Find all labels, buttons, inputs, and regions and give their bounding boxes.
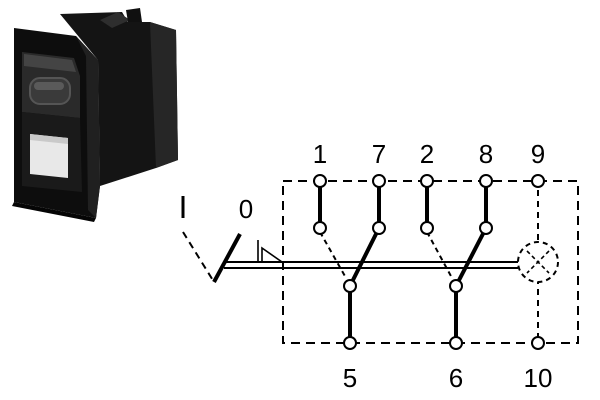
lamp-icon [517, 241, 559, 283]
terminal-1 [313, 174, 327, 188]
terminal-label-1: 1 [313, 139, 327, 169]
detent-symbol [257, 240, 283, 263]
contact-blade [348, 227, 381, 287]
terminal-7 [372, 174, 386, 188]
contact-point [372, 221, 386, 235]
terminal-label-2: 2 [420, 139, 434, 169]
contact-point [420, 221, 434, 235]
contact-point [343, 279, 357, 293]
rocker-switch-photo [12, 8, 178, 222]
terminal-5 [343, 336, 357, 350]
switch-schematic [181, 174, 579, 350]
terminal-label-7: 7 [372, 139, 386, 169]
terminal-label-8: 8 [479, 139, 493, 169]
position-label-0: 0 [239, 194, 253, 224]
terminal-label-9: 9 [531, 139, 545, 169]
contact-blade [454, 227, 488, 287]
contact-point [479, 221, 493, 235]
terminal-label-10: 10 [524, 363, 553, 393]
legend-window [30, 134, 68, 178]
terminal-label-5: 5 [343, 363, 357, 393]
terminal-10 [531, 336, 545, 350]
terminal-6 [449, 336, 463, 350]
terminal-2 [420, 174, 434, 188]
schematic-labels: 0 1 7 2 8 9 5 6 10 [239, 139, 553, 393]
terminal-label-6: 6 [449, 363, 463, 393]
terminal-9 [531, 174, 545, 188]
indicator-lens [29, 77, 71, 105]
switch-rear-housing [60, 12, 178, 186]
actuator-lever [212, 233, 242, 283]
contact-point [313, 221, 327, 235]
terminal-8 [479, 174, 493, 188]
contact-point [449, 279, 463, 293]
